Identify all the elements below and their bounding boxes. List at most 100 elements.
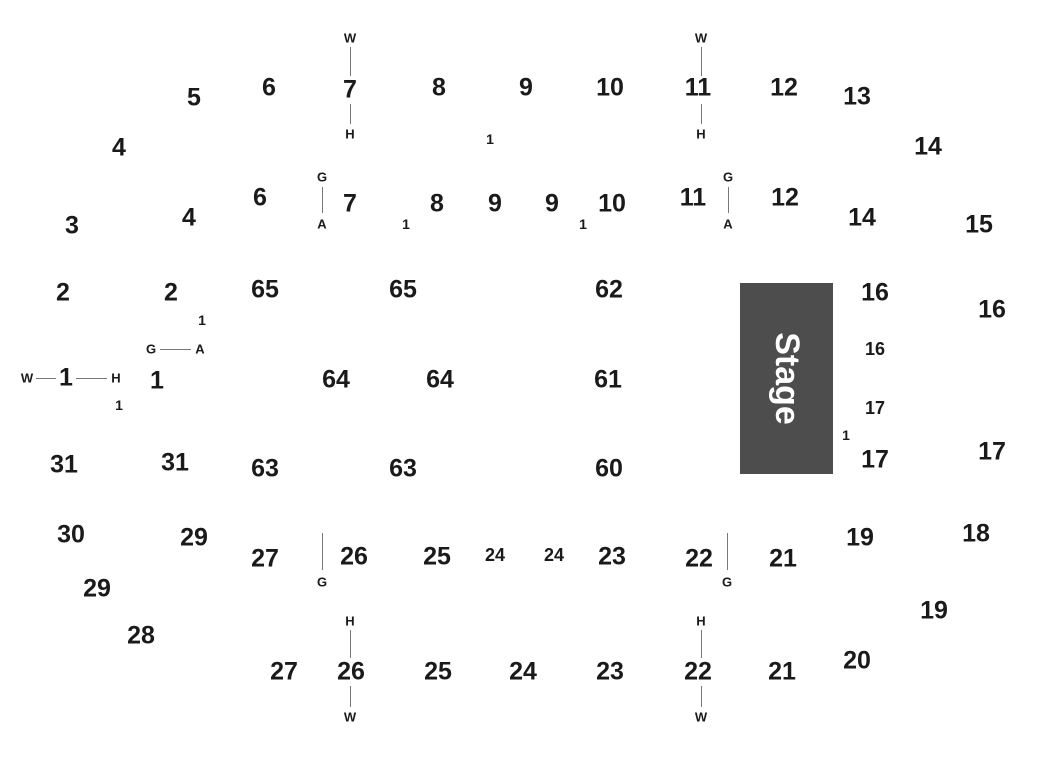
section-label[interactable]: 16 [978,295,1006,324]
section-label[interactable]: 23 [596,657,624,686]
aisle-line [701,104,702,124]
marker-one: 1 [402,216,410,232]
section-label[interactable]: 3 [65,211,79,240]
marker-a: A [317,216,327,232]
section-label[interactable]: 13 [843,82,871,111]
section-label[interactable]: 29 [83,574,111,603]
section-label[interactable]: 22 [685,544,713,573]
section-label[interactable]: 27 [251,544,279,573]
stage[interactable]: Stage [740,283,833,474]
marker-g: G [316,574,328,590]
section-label[interactable]: 18 [962,519,990,548]
section-label[interactable]: 62 [595,275,623,304]
section-label[interactable]: 63 [389,454,417,483]
aisle-line [350,47,351,76]
section-label[interactable]: 16 [861,278,889,307]
section-label[interactable]: 26 [337,657,365,686]
section-label[interactable]: 31 [50,450,78,479]
aisle-line [76,378,107,379]
section-label[interactable]: 26 [340,542,368,571]
section-label[interactable]: 65 [389,275,417,304]
section-label[interactable]: 19 [920,596,948,625]
marker-w: W [343,709,357,725]
section-label[interactable]: 9 [545,189,559,218]
marker-g: G [145,341,157,357]
aisle-line [322,187,323,213]
section-label[interactable]: 9 [519,73,533,102]
marker-w: W [694,30,708,46]
marker-h: H [345,613,355,629]
section-label[interactable]: 31 [161,448,189,477]
marker-g: G [316,169,328,185]
marker-w: W [343,30,357,46]
marker-w: W [694,709,708,725]
section-label[interactable]: 21 [769,544,797,573]
section-label[interactable]: 1 [59,363,73,392]
section-label[interactable]: 10 [598,189,626,218]
marker-g: G [721,574,733,590]
section-label[interactable]: 22 [684,657,712,686]
section-label[interactable]: 30 [57,520,85,549]
aisle-line [36,378,56,379]
aisle-line [701,47,702,76]
marker-h: H [696,126,706,142]
section-label[interactable]: 12 [771,183,799,212]
aisle-line [728,187,729,213]
section-label[interactable]: 8 [430,189,444,218]
section-label[interactable]: 9 [488,189,502,218]
section-label[interactable]: 10 [596,73,624,102]
section-label[interactable]: 24 [484,545,506,565]
section-label[interactable]: 20 [843,646,871,675]
stage-label: Stage [768,332,806,425]
section-label[interactable]: 7 [343,75,357,104]
section-label[interactable]: 15 [965,210,993,239]
section-label[interactable]: 12 [770,73,798,102]
section-label[interactable]: 4 [182,203,196,232]
section-label[interactable]: 4 [112,133,126,162]
section-label[interactable]: 17 [864,398,886,418]
section-label[interactable]: 64 [426,365,454,394]
section-label[interactable]: 24 [509,657,537,686]
section-label[interactable]: 29 [180,523,208,552]
section-label[interactable]: 11 [684,73,712,102]
section-label[interactable]: 60 [595,454,623,483]
section-label[interactable]: 27 [270,657,298,686]
aisle-line [727,533,728,570]
section-label[interactable]: 6 [262,73,276,102]
section-label[interactable]: 61 [594,365,622,394]
section-label[interactable]: 24 [543,545,565,565]
section-label[interactable]: 6 [253,183,267,212]
aisle-line [350,686,351,707]
section-label[interactable]: 19 [846,523,874,552]
section-label[interactable]: 17 [978,437,1006,466]
section-label[interactable]: 21 [768,657,796,686]
section-label[interactable]: 2 [164,278,178,307]
marker-h: H [345,126,355,142]
section-label[interactable]: 8 [432,73,446,102]
section-label[interactable]: 2 [56,278,70,307]
section-label[interactable]: 63 [251,454,279,483]
section-label[interactable]: 14 [914,132,942,161]
section-label[interactable]: 64 [322,365,350,394]
aisle-line [701,686,702,707]
section-label[interactable]: 14 [848,203,876,232]
aisle-line [701,630,702,658]
marker-w: W [20,370,34,386]
section-label[interactable]: 65 [251,275,279,304]
section-label[interactable]: 16 [864,339,886,359]
section-label[interactable]: 11 [679,183,707,212]
marker-g: G [722,169,734,185]
aisle-line [350,104,351,124]
section-label[interactable]: 1 [150,366,164,395]
section-label[interactable]: 17 [861,445,889,474]
section-label[interactable]: 7 [343,189,357,218]
section-label[interactable]: 25 [423,542,451,571]
aisle-line [322,533,323,570]
section-label[interactable]: 5 [187,83,201,112]
aisle-line [160,349,191,350]
section-label[interactable]: 25 [424,657,452,686]
section-label[interactable]: 28 [127,621,155,650]
section-label[interactable]: 23 [598,542,626,571]
marker-a: A [723,216,733,232]
